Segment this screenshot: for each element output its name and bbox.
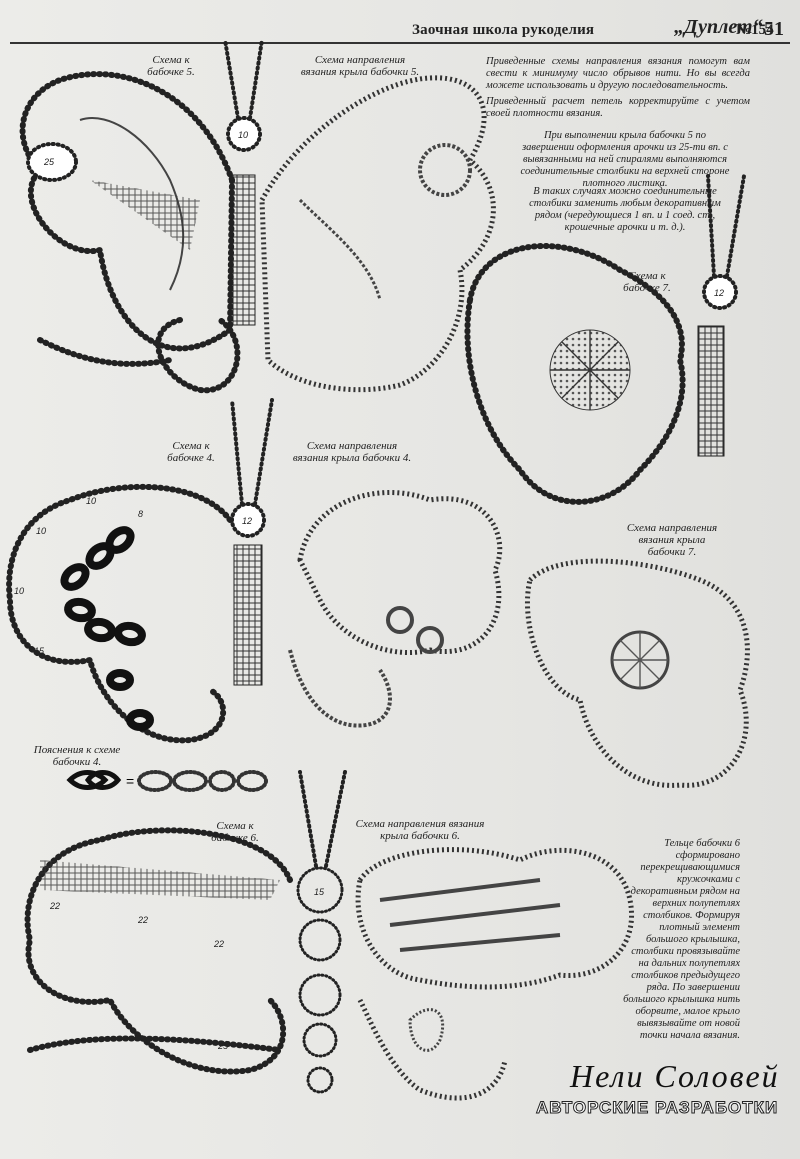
caption-b4-direction: Схема направления вязания крыла бабочки … [292, 440, 412, 464]
author-signature: Нели Соловей [570, 1058, 780, 1094]
caption-b7-direction: Схема направления вязания крыла бабочки … [626, 522, 718, 558]
label-b4-b: 8 [138, 509, 144, 519]
label-b4-d: 10 [14, 586, 25, 596]
page-number: 51 [764, 18, 784, 40]
b5-note-text: При выполнении крыла бабочки 5 по заверш… [520, 130, 730, 189]
issue-number: №154 [736, 22, 774, 38]
label-b6-d: 25 [218, 1041, 229, 1051]
label-b7-head: 12 [714, 288, 725, 298]
calc-text: Приведенный расчет петель корректируйте … [486, 96, 750, 119]
label-b6-c: 22 [214, 939, 225, 949]
b5-note2-text: В таких случаях можно соединительные сто… [529, 186, 721, 233]
butterfly-7-scheme [464, 174, 746, 505]
caption-b5-direction: Схема направления вязания крыла бабочки … [300, 54, 420, 78]
caption-b6-direction: Схема направления вязания крыла бабочки … [355, 818, 485, 842]
label-b5-ring: 25 [44, 157, 55, 167]
caption-b4-notes: Пояснения к схеме бабочки 4. [33, 744, 121, 768]
label-b6-head: 15 [314, 887, 325, 897]
label-b4-e: 15 [34, 646, 45, 656]
b4-notes-legend: = [66, 770, 268, 792]
magazine-brand: „Дуплет“ [674, 16, 763, 38]
header-divider [10, 42, 790, 44]
butterfly-4-scheme [6, 398, 274, 744]
author-line: АВТОРСКИЕ РАЗРАБОТКИ [535, 1098, 779, 1118]
caption-b6-scheme: Схема к бабочке 6. [211, 820, 259, 844]
butterfly-5-scheme [19, 38, 264, 394]
label-b4-head: 12 [242, 516, 253, 526]
caption-b4-scheme: Схема к бабочке 4. [167, 440, 215, 464]
school-title: Заочная школа рукоделия [412, 22, 595, 38]
label-b5-head: 10 [238, 130, 249, 140]
label-b6-a: 22 [50, 901, 61, 911]
butterfly-6-scheme [24, 770, 347, 1094]
label-b4-a: 10 [86, 496, 97, 506]
butterfly-7-direction [524, 558, 750, 788]
b6-note-text: Тельце бабочки 6 сформировано перекрещив… [623, 838, 740, 1041]
label-b6-b: 22 [138, 915, 149, 925]
intro-text: Приведенные схемы направления вязания по… [486, 56, 750, 91]
label-b4-c: 10 [36, 526, 47, 536]
butterfly-6-direction [355, 847, 634, 1101]
butterfly-5-direction [259, 75, 496, 393]
page-header: Заочная школа рукоделия „Дуплет“ №154 51 [396, 14, 792, 44]
caption-b7-scheme: Схема к бабочке 7. [623, 270, 671, 294]
caption-b5-scheme: Схема к бабочке 5. [147, 54, 195, 78]
butterfly-4-direction [288, 490, 503, 728]
svg-text:=: = [126, 773, 134, 789]
